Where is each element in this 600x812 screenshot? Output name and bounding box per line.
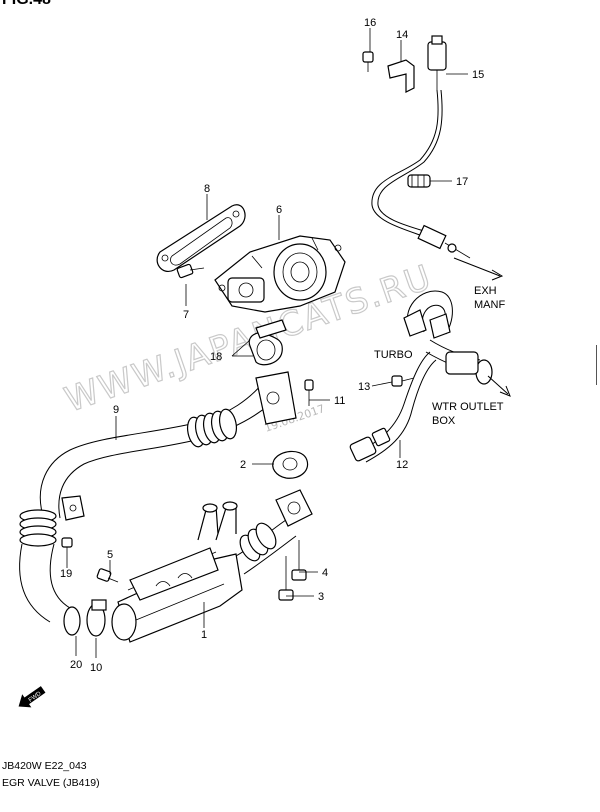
callout-19: 19 [60, 568, 72, 580]
callout-7: 7 [183, 309, 189, 321]
callout-10: 10 [90, 662, 102, 674]
callout-18: 18 [210, 351, 222, 363]
bolt-16 [362, 51, 374, 72]
bolt-13 [391, 375, 415, 387]
callout-5: 5 [107, 549, 113, 561]
harness-clamp [407, 174, 431, 188]
bolt-19 [61, 537, 73, 556]
label-exh: EXH [474, 285, 497, 297]
egr-pipe-gasket [248, 319, 287, 366]
fwd-arrow-icon: FWD [18, 686, 46, 708]
exhaust-temp-sensor [371, 35, 471, 259]
egr-pipe [19, 371, 297, 623]
callout-6: 6 [276, 204, 282, 216]
bolt-5 [96, 568, 119, 583]
callout-2: 2 [240, 459, 246, 471]
diagram-title: EGR VALVE (JB419) [2, 777, 100, 789]
label-manf: MANF [474, 299, 505, 311]
bolt-4 [291, 540, 307, 581]
page-edge-mark [596, 345, 597, 385]
water-hose [349, 290, 493, 463]
callout-11: 11 [334, 395, 345, 407]
label-turbo: TURBO [374, 349, 413, 361]
wtr-outlet-arrow [487, 375, 509, 395]
exh-manf-arrow [453, 257, 501, 277]
callout-4: 4 [322, 567, 328, 579]
callout-9: 9 [113, 404, 119, 416]
sensor-bracket [387, 59, 415, 93]
callout-8: 8 [204, 183, 210, 195]
label-wtr-outlet: WTR OUTLET [432, 401, 504, 413]
egr-cooler [111, 489, 313, 643]
label-box: BOX [432, 415, 456, 427]
hose-clamp-10 [86, 599, 107, 637]
bolt-3 [278, 556, 294, 601]
bolt-7 [176, 263, 205, 279]
egr-valve [214, 235, 346, 313]
leader-lines [66, 28, 468, 658]
egr-valve-gasket [156, 204, 246, 272]
callout-15: 15 [472, 69, 484, 81]
figure-label: FIG.48 [2, 0, 51, 8]
diagram-code: JB420W E22_043 [2, 760, 87, 772]
callout-16: 16 [364, 17, 376, 29]
callout-3: 3 [318, 591, 324, 603]
gasket-20 [63, 606, 81, 636]
callout-12: 12 [396, 459, 408, 471]
callout-17: 17 [456, 176, 468, 188]
callout-14: 14 [396, 29, 408, 41]
egr-cooler-gasket [272, 450, 309, 479]
bolt-11 [304, 379, 314, 406]
callout-13: 13 [358, 381, 370, 393]
callout-20: 20 [70, 659, 82, 671]
callout-1: 1 [201, 629, 207, 641]
